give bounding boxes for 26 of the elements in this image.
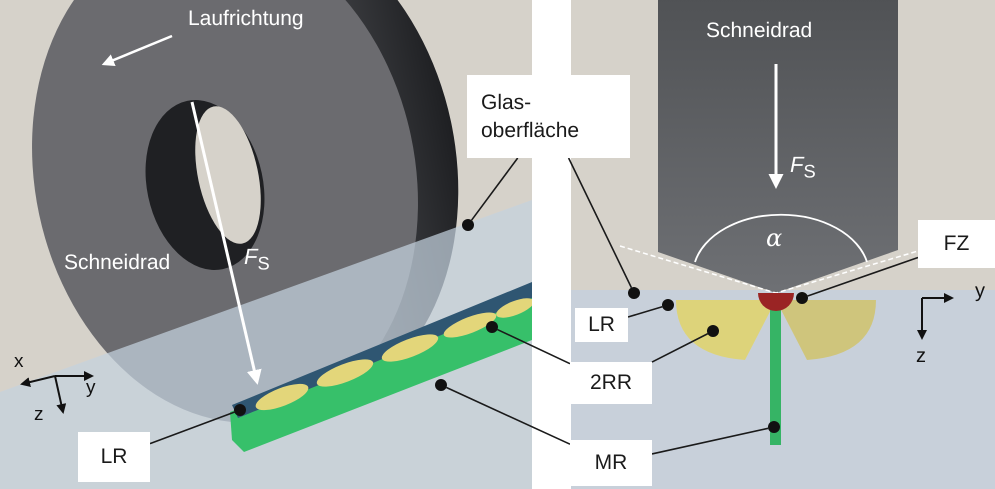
wheel-label: Schneidrad [64,252,170,273]
callout-label: LR [78,432,150,482]
leader-line [470,158,518,221]
leader-line [628,306,662,318]
wheel-label: Schneidrad [706,20,812,41]
axis-label: y [975,281,985,301]
leader-line [150,411,235,444]
callout-label: LR [575,308,628,342]
callout-label: Glas- oberfläche [467,75,630,158]
axis-label: x [14,352,24,371]
leader-line [652,333,708,363]
leader-line [652,428,768,455]
leader-line [568,158,632,288]
axis-label: z [34,405,44,424]
leader-line [446,386,570,445]
axis-label: y [86,378,96,397]
leader-line [497,328,570,364]
angle-label: α [766,226,782,250]
force-label: F$_{S}$ [244,246,270,273]
callout-label: FZ [918,220,995,268]
force-label: F$_{S}$ [790,154,816,181]
callout-label: MR [570,440,652,486]
direction-label: Laufrichtung [188,8,304,29]
callout-label: 2RR [570,362,652,404]
leader-line [807,256,918,297]
axis-label: z [916,346,926,366]
